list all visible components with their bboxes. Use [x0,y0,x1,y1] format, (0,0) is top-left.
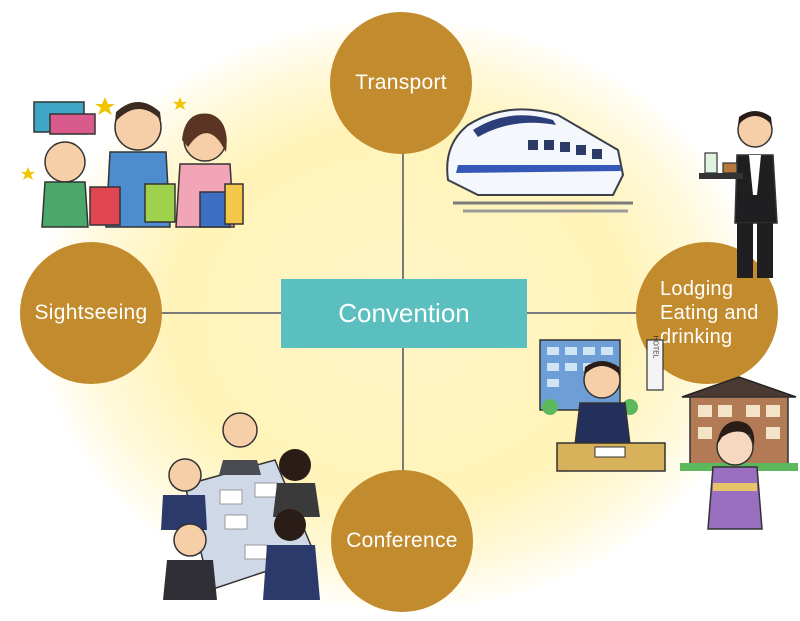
node-transport: Transport [330,12,472,154]
node-lodging: Lodging Eating and drinking [636,242,778,384]
node-lodging-label: Lodging Eating and drinking [660,277,759,349]
node-sightseeing-label: Sightseeing [34,301,148,324]
waiter-illustration [699,111,778,278]
inn-hostess-illustration [680,376,798,530]
bullet-train-illustration [446,108,633,213]
shoppers-illustration [21,97,244,228]
lodging-line-3: drinking [660,326,733,348]
node-transport-label: Transport [355,71,447,94]
center-convention-box: Convention [281,279,527,348]
hotel-sign-text: HOTEL [652,335,659,358]
lodging-line-1: Lodging [660,278,734,300]
lodging-line-2: Eating and [660,302,759,324]
node-conference-label: Conference [346,529,458,552]
node-conference: Conference [331,470,473,612]
node-sightseeing: Sightseeing [20,242,162,384]
hotel-illustration: HOTEL [539,335,666,472]
center-convention-label: Convention [338,298,470,328]
meeting-illustration [161,412,320,600]
